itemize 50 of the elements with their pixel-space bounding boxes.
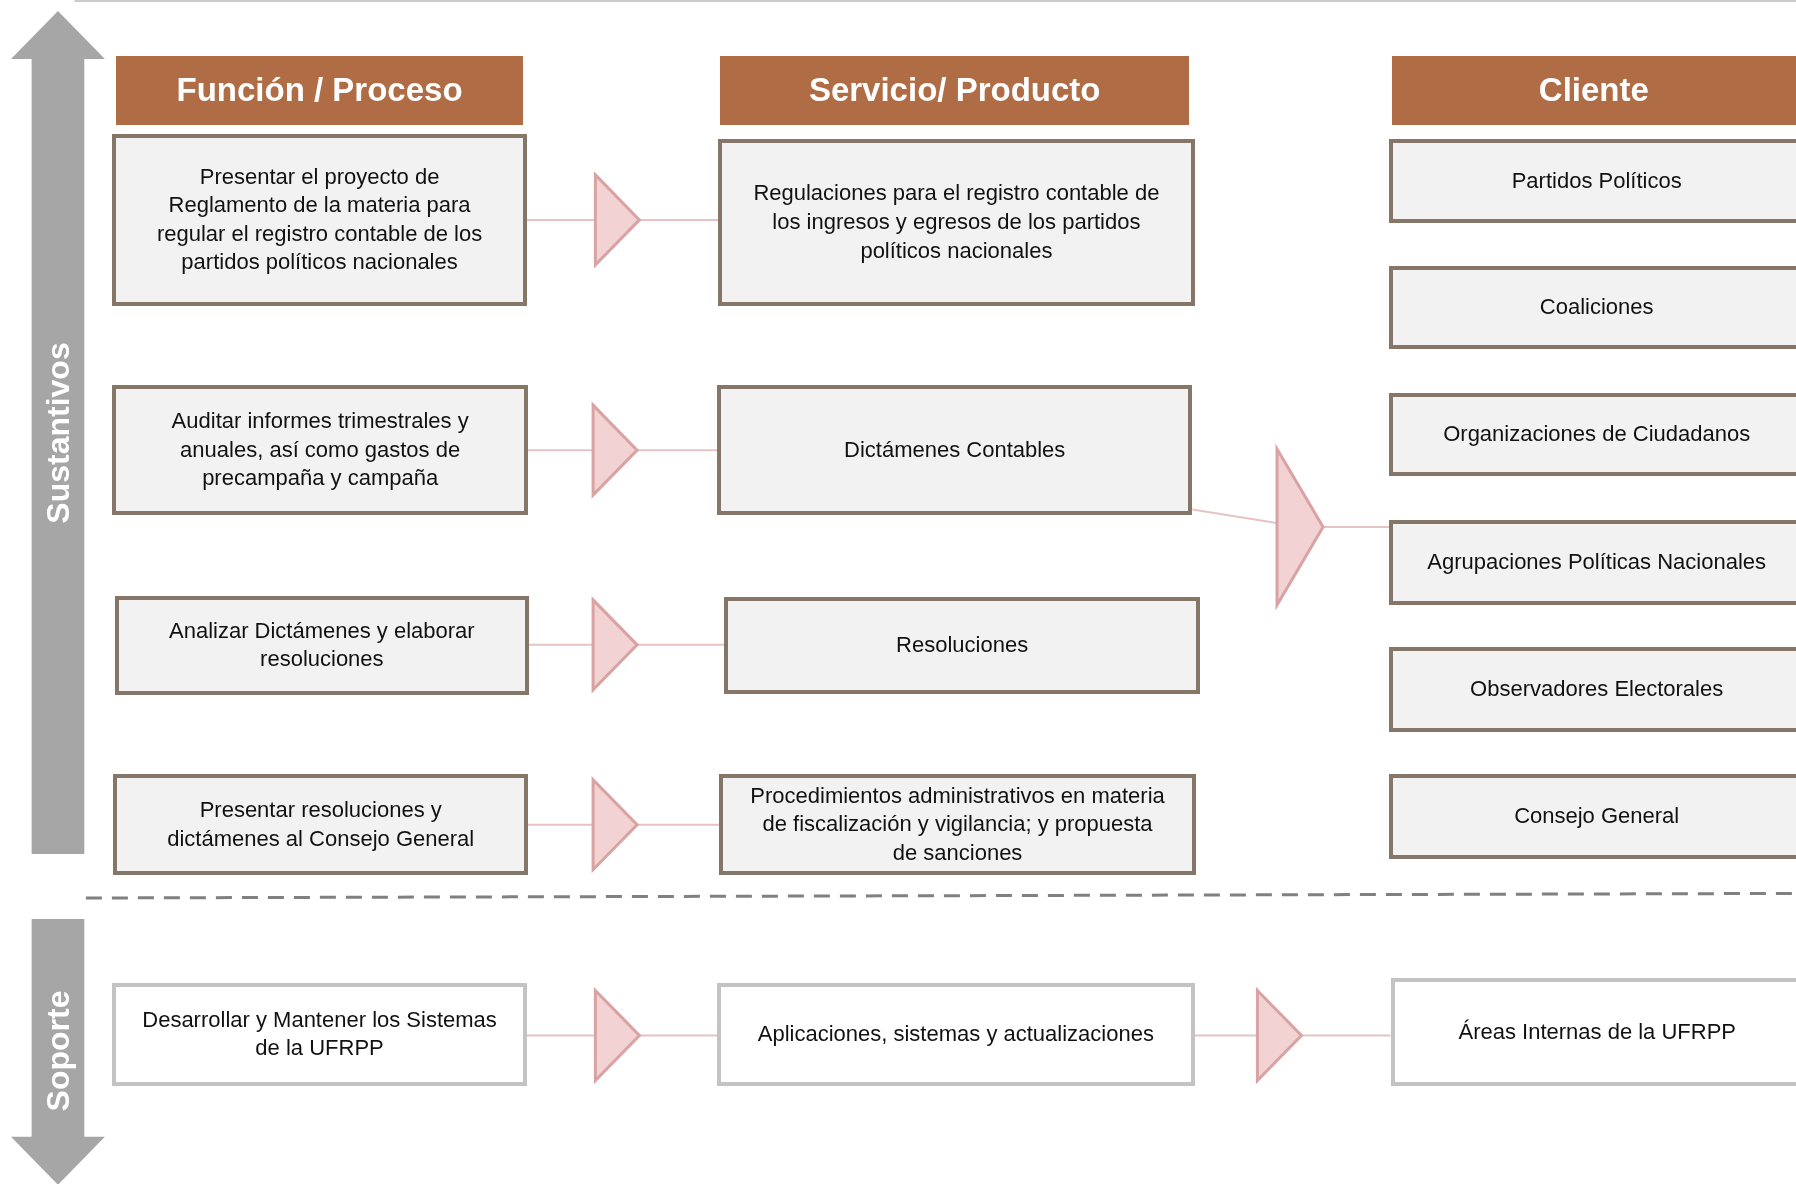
column-header [1391, 56, 1796, 125]
chevron-arrow [528, 598, 725, 692]
vertical-arrow [11, 11, 106, 855]
column-header [720, 56, 1189, 125]
process-box [1389, 520, 1796, 605]
box-text: Consejo General [1514, 802, 1680, 831]
support-box [717, 982, 1195, 1086]
process-box [113, 774, 528, 876]
box-text: Resoluciones [896, 631, 1029, 660]
header-text: Servicio/ Producto [808, 71, 1101, 110]
arrow-label: Sustantivos [39, 342, 77, 524]
box-text: Dictámenes Contables [844, 435, 1066, 464]
process-box [719, 774, 1196, 876]
box-text: Presentar el proyecto de Reglamento de la materia para regular el registro contable de los partidos políticos nacionales [155, 162, 484, 277]
process-box [717, 384, 1193, 516]
box-text: Auditar informes trimestrales y anuales, así como gastos de precampaña y campaña [170, 407, 470, 493]
header-text: Cliente [1538, 71, 1649, 110]
header-text: Función / Proceso [176, 71, 463, 110]
box-text: Coaliciones [1539, 293, 1654, 322]
process-box [1389, 774, 1796, 860]
support-box [112, 982, 527, 1086]
chevron-arrow [527, 778, 721, 872]
process-box [1389, 265, 1796, 350]
box-text: Procedimientos administrativos en materia de fiscalización y vigilancia; y propuesta de sanciones [749, 781, 1166, 867]
process-box [114, 595, 530, 696]
process-box [1389, 138, 1796, 224]
process-box [112, 134, 527, 306]
box-text: Presentar resoluciones y dictámenes al Consejo General [166, 796, 476, 853]
process-box [1389, 647, 1796, 732]
support-box [1390, 978, 1796, 1086]
box-text: Organizaciones de Ciudadanos [1443, 420, 1751, 449]
process-box [718, 138, 1195, 306]
box-text: Aplicaciones, sistemas y actualizaciones [757, 1020, 1154, 1048]
process-box [112, 384, 529, 516]
chevron-arrow [527, 403, 719, 497]
process-box [723, 596, 1201, 695]
box-text: Áreas Internas de la UFRPP [1458, 1017, 1737, 1046]
box-text: Observadores Electorales [1470, 675, 1724, 704]
arrow-label: Soporte [39, 991, 77, 1112]
vertical-arrow [11, 918, 106, 1184]
column-header [115, 56, 524, 125]
chevron-arrow [525, 988, 719, 1082]
box-text: Agrupaciones Políticas Nacionales [1427, 548, 1767, 577]
box-text: Desarrollar y Mantener los Sistemas de la UFRPP [141, 1005, 498, 1063]
chevron-arrow [525, 173, 720, 267]
box-text: Regulaciones para el registro contable de los ingresos y egresos de los partidos políticos nacionales [752, 179, 1161, 265]
chevron-arrow [1193, 988, 1392, 1082]
box-text: Analizar Dictámenes y elaborar resoluciones [168, 616, 476, 674]
process-box [1389, 392, 1796, 477]
box-text: Partidos Políticos [1511, 166, 1682, 195]
